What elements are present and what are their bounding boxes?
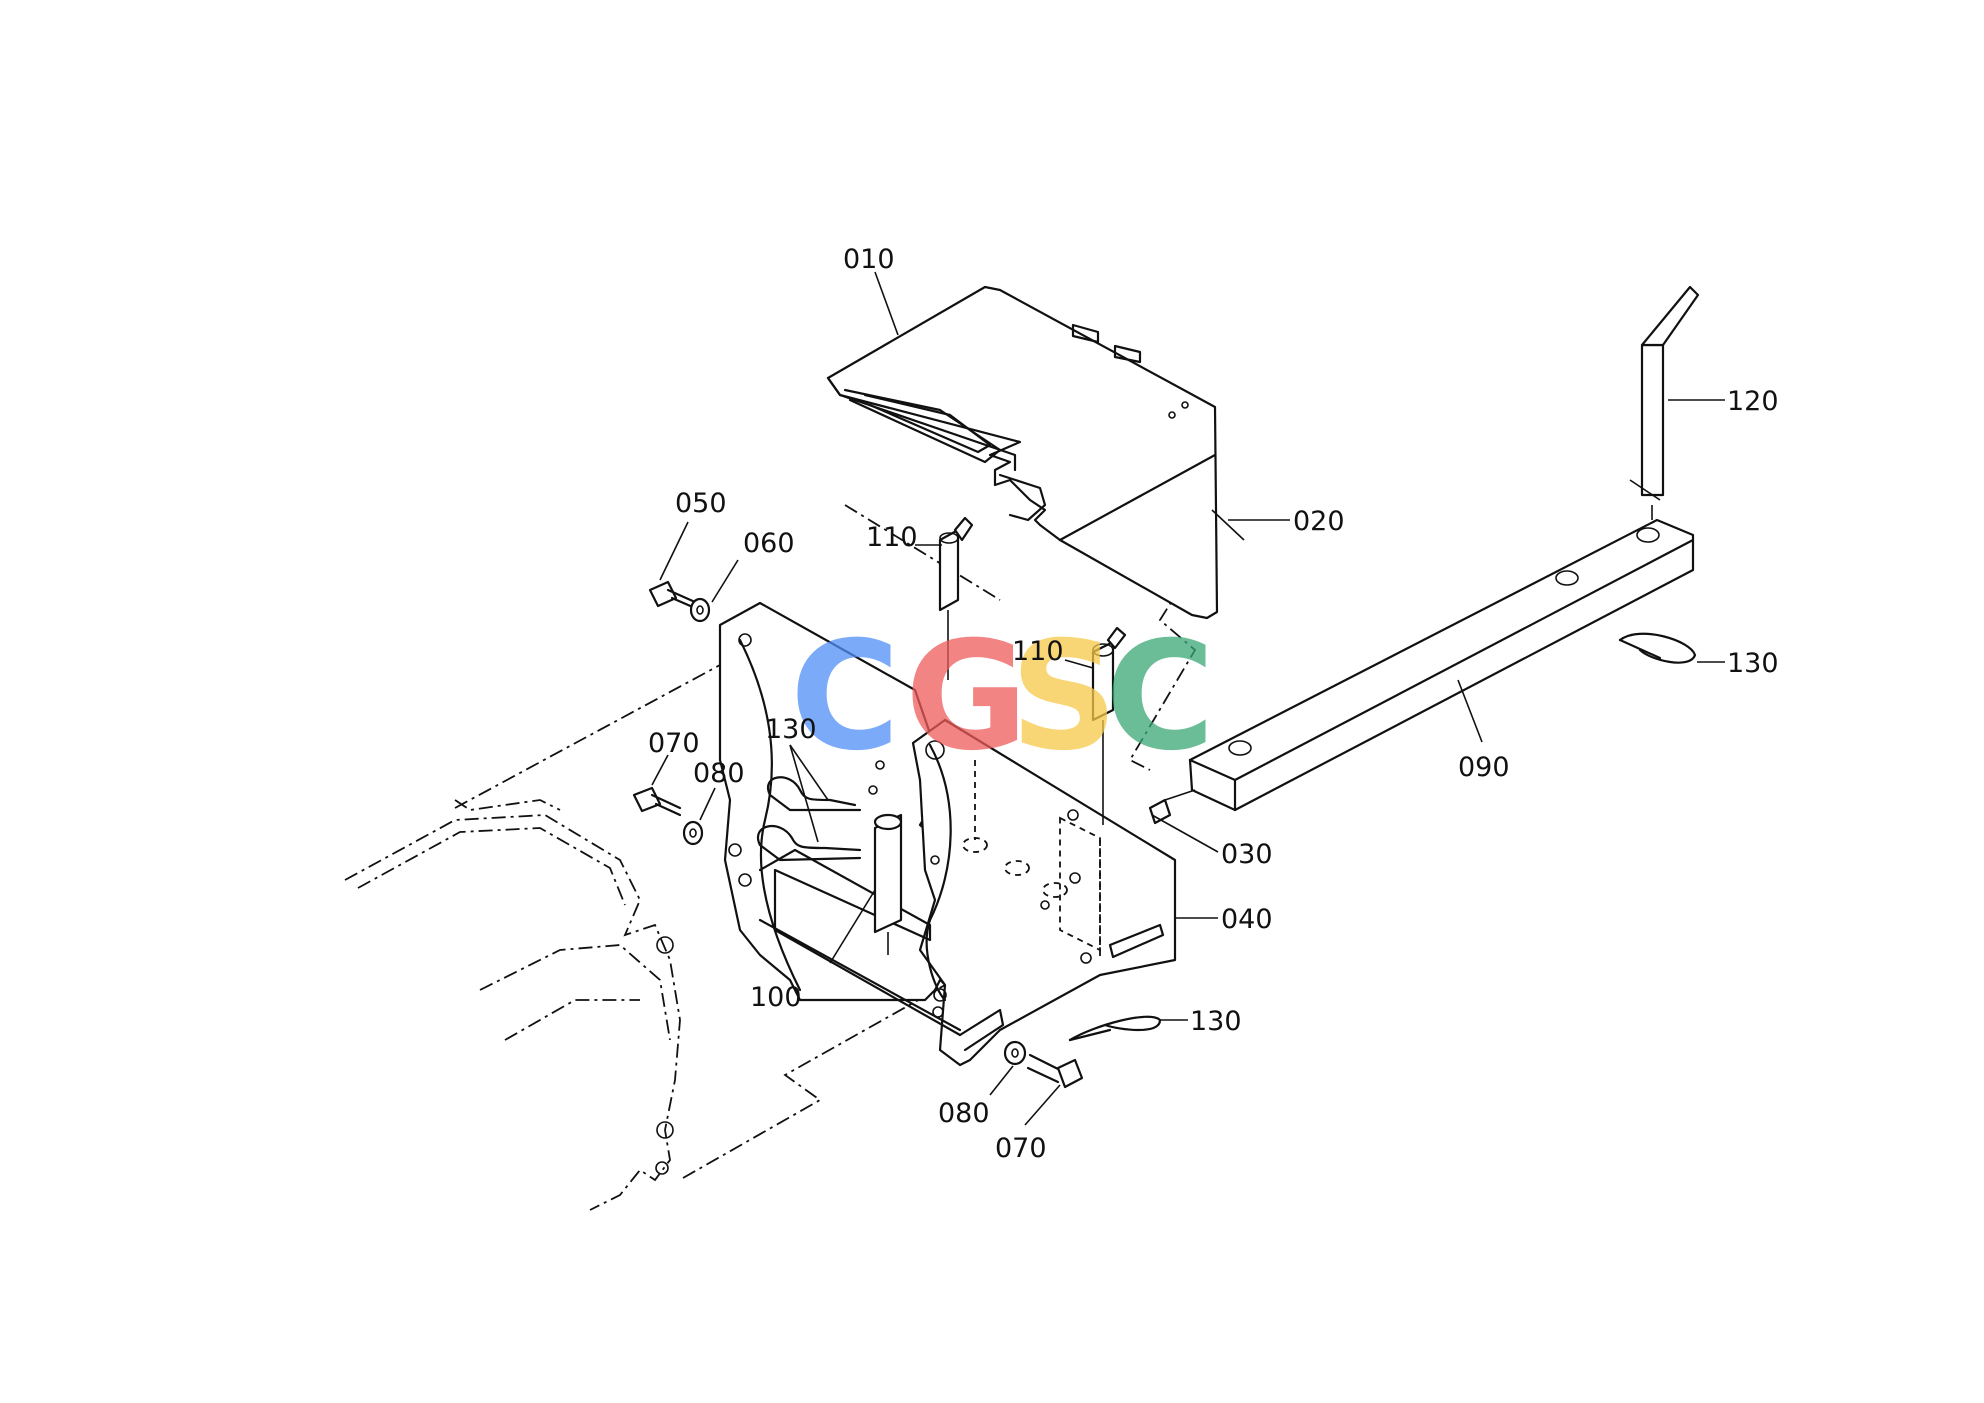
part-labels: 010 020 030 040 050 060 070 080 090 100 …	[648, 244, 1779, 1164]
label-100: 100	[750, 982, 802, 1013]
watermark-letter-3: S	[1010, 610, 1118, 784]
bolt-030	[1148, 789, 1196, 825]
label-070-lower: 070	[995, 1133, 1047, 1164]
watermark-letter-1: C	[790, 610, 900, 784]
leader-lines	[651, 271, 1725, 1126]
pins-110	[938, 516, 1127, 825]
pin-120	[1629, 285, 1700, 520]
label-130-right: 130	[1727, 648, 1779, 679]
label-050: 050	[675, 488, 727, 519]
cover-010	[826, 285, 1219, 620]
watermark-letter-4: C	[1105, 610, 1215, 784]
watermark-logo: C G S C	[790, 610, 1215, 784]
engine-phantom-outline	[344, 799, 681, 1211]
label-010: 010	[843, 244, 895, 275]
label-080-upper: 080	[693, 758, 745, 789]
label-020: 020	[1293, 506, 1345, 537]
label-120: 120	[1727, 386, 1779, 417]
label-130-lower: 130	[1190, 1006, 1242, 1037]
r-clips-130	[756, 632, 1697, 1042]
label-110-left: 110	[866, 522, 918, 553]
drawbar-090	[1188, 518, 1695, 812]
watermark-letter-2: G	[905, 610, 1028, 784]
label-080-lower: 080	[938, 1098, 990, 1129]
pin-100	[873, 813, 903, 955]
label-030: 030	[1221, 839, 1273, 870]
label-110-right: 110	[1012, 636, 1064, 667]
label-040: 040	[1221, 904, 1273, 935]
label-090: 090	[1458, 752, 1510, 783]
bolts-washers	[632, 580, 1084, 1089]
label-070-upper: 070	[648, 728, 700, 759]
label-060: 060	[743, 528, 795, 559]
label-130-left: 130	[765, 714, 817, 745]
